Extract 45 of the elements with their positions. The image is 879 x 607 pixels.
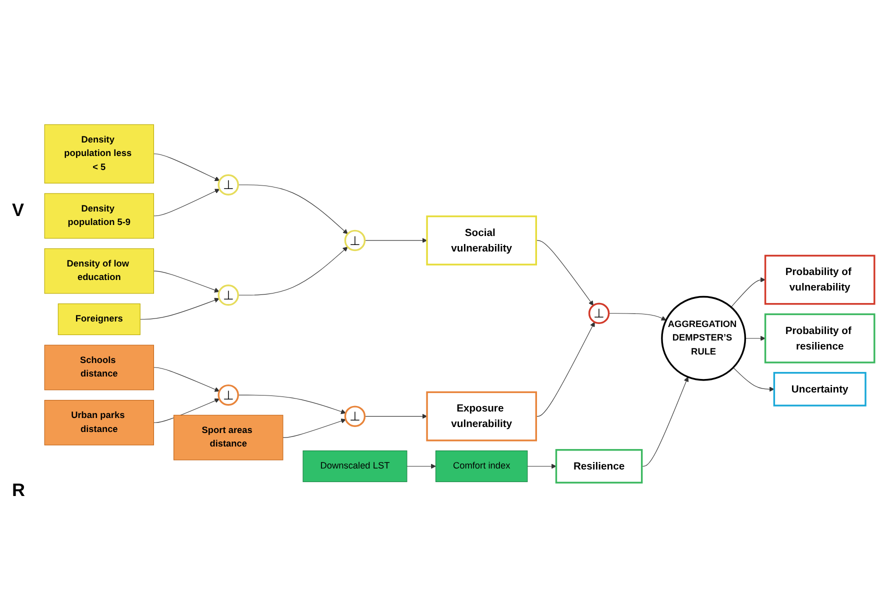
- arrow: [364, 414, 428, 419]
- node-circle: ⊥: [588, 302, 610, 324]
- node-box: Density of low education: [44, 248, 154, 294]
- node-circle: ⊥: [218, 174, 239, 196]
- node-box: Downscaled LST: [302, 450, 408, 482]
- arrow: [153, 367, 220, 392]
- arrow: [153, 398, 220, 423]
- node-box: Comfort index: [435, 450, 528, 482]
- node-circle: AGGREGATION DEMPSTER’S RULE: [661, 296, 746, 381]
- arrow: [153, 270, 220, 292]
- arrow: [153, 153, 220, 181]
- arrow: [238, 246, 348, 296]
- node-box: Probability of vulnerability: [764, 254, 876, 305]
- node-box: Schools distance: [44, 344, 154, 390]
- arrow: [608, 312, 666, 320]
- arrow: [730, 277, 766, 308]
- group-letter: V: [12, 200, 24, 221]
- arrow: [140, 298, 220, 320]
- node-box: Social vulnerability: [426, 215, 537, 266]
- node-box: Resilience: [555, 448, 643, 484]
- node-circle: ⊥: [218, 284, 239, 306]
- node-box: Exposure vulnerability: [426, 391, 537, 442]
- arrow: [282, 418, 346, 438]
- node-circle: ⊥: [344, 406, 366, 427]
- node-box: Urban parks distance: [44, 400, 154, 446]
- arrow: [364, 238, 428, 243]
- arrow: [238, 184, 348, 234]
- node-circle: ⊥: [344, 230, 366, 251]
- arrow: [536, 240, 594, 306]
- node-box: Density population less < 5: [44, 124, 154, 184]
- node-box: Foreigners: [58, 303, 140, 335]
- arrow: [406, 464, 436, 469]
- arrow: [238, 394, 346, 414]
- arrow: [527, 464, 556, 469]
- node-box: Sport areas distance: [174, 414, 284, 460]
- arrow: [642, 376, 689, 466]
- group-letter: R: [12, 480, 25, 501]
- arrow: [732, 367, 774, 392]
- arrow: [153, 188, 220, 216]
- arrow: [536, 322, 595, 416]
- arrow: [744, 336, 766, 341]
- node-box: Probability of resilience: [764, 313, 876, 364]
- node-box: Uncertainty: [773, 372, 866, 406]
- node-box: Density population 5-9: [44, 193, 154, 238]
- node-circle: ⊥: [218, 384, 239, 406]
